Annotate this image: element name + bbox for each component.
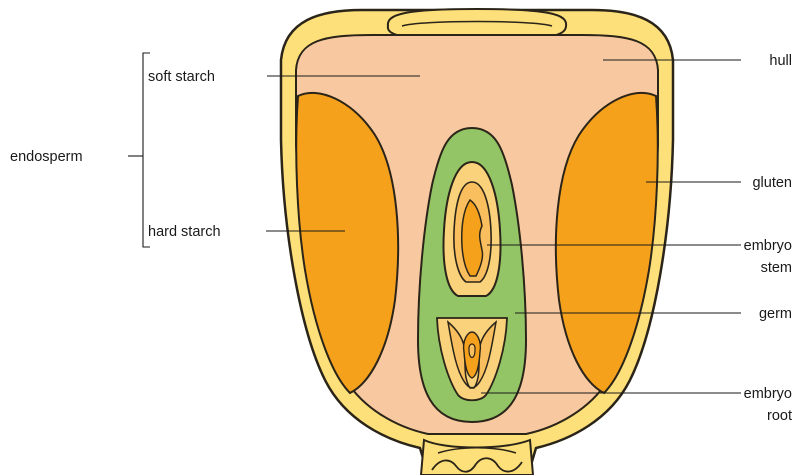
- hull-label: hull: [769, 53, 792, 69]
- endosperm-label: endosperm: [10, 149, 83, 165]
- germ-label: germ: [759, 306, 792, 322]
- embryo-stem-label-line2: stem: [761, 260, 792, 276]
- gluten-label: gluten: [752, 175, 792, 191]
- soft-starch-label: soft starch: [148, 69, 215, 85]
- embryo-root-label-line1: embryo: [744, 386, 792, 402]
- embryo-root-label-line2: root: [767, 408, 792, 424]
- embryo-stem-label-line1: embryo: [744, 238, 792, 254]
- embryo-root-core: [469, 344, 475, 358]
- hard-starch-label: hard starch: [148, 224, 221, 240]
